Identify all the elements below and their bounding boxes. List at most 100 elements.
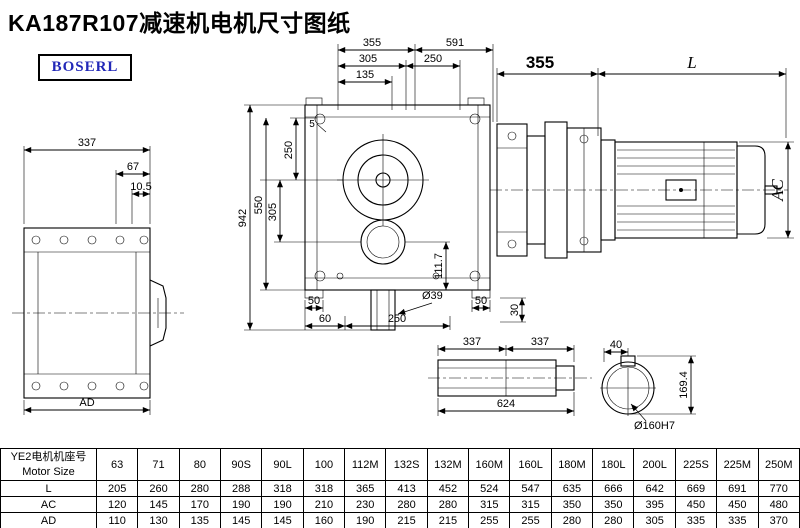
dim-shaft-337-left: 337	[463, 336, 481, 348]
table-cell: 170	[178, 496, 222, 513]
table-cell: 315	[468, 496, 511, 513]
dim-front-top-591: 591	[446, 37, 464, 49]
table-cell: 450	[674, 496, 718, 513]
dim-front-left-305: 305	[267, 203, 279, 221]
table-cell: 255	[468, 512, 511, 528]
dim-front-left-550: 550	[253, 196, 265, 214]
column-header-90S: 90S	[220, 448, 263, 481]
table-cell: 205	[95, 480, 139, 497]
table-cell: 770	[757, 480, 800, 497]
column-header-132M: 132M	[426, 448, 470, 481]
header-en: Motor Size	[22, 465, 75, 478]
table-cell: 280	[385, 496, 428, 513]
table-cell: 350	[592, 496, 635, 513]
technical-drawing: 337 67 10.5 AD	[12, 37, 794, 432]
row-label-AC: AC	[0, 496, 97, 513]
column-header-90L: 90L	[261, 448, 304, 481]
row-label-AD: AD	[0, 512, 97, 528]
table-cell: 190	[344, 512, 387, 528]
table-cell: 280	[178, 480, 222, 497]
side-view	[12, 227, 184, 399]
table-cell: 547	[509, 480, 552, 497]
dim-front-bottom-50-right: 50	[475, 295, 487, 307]
dim-side-AD: AD	[79, 397, 94, 409]
dim-front-top-135: 135	[356, 69, 374, 81]
dim-front-bottom-50-left: 50	[308, 295, 320, 307]
dim-front-right-111-7: 111.7	[433, 253, 445, 279]
column-header-160L: 160L	[509, 448, 552, 481]
table-cell: 210	[302, 496, 346, 513]
table-cell: 288	[220, 480, 263, 497]
table-cell: 669	[674, 480, 718, 497]
brand-logo-text: BOSERL	[51, 59, 119, 75]
bore-detail: 40 169.4 Ø160H7	[600, 339, 696, 432]
dim-assembly-L: L	[686, 53, 696, 72]
dim-side-10-5: 10.5	[130, 181, 151, 193]
column-header-63: 63	[95, 448, 139, 481]
column-header-225S: 225S	[674, 448, 718, 481]
assembly-view-dims: 355 L AC	[496, 53, 794, 239]
table-header-motor-size: YE2电机机座号 Motor Size	[0, 448, 97, 481]
table-cell: 452	[426, 480, 470, 497]
table-cell: 280	[592, 512, 635, 528]
dim-assembly-AC: AC	[768, 178, 787, 201]
column-header-225M: 225M	[716, 448, 759, 481]
table-cell: 480	[757, 496, 800, 513]
column-header-100: 100	[302, 448, 346, 481]
header-cn: YE2电机机座号	[10, 450, 87, 463]
dim-assembly-355: 355	[526, 53, 554, 72]
table-cell: 215	[426, 512, 470, 528]
table-cell: 215	[385, 512, 428, 528]
dim-bore-40: 40	[610, 339, 622, 351]
table-cell: 318	[302, 480, 346, 497]
table-cell: 450	[716, 496, 759, 513]
table-cell: 666	[592, 480, 635, 497]
table-cell: 335	[716, 512, 759, 528]
front-view-right-dims: 111.7	[405, 241, 450, 291]
column-header-80: 80	[178, 448, 222, 481]
table-cell: 305	[633, 512, 676, 528]
row-label-L: L	[0, 480, 97, 497]
table-cell: 350	[550, 496, 594, 513]
table-cell: 691	[716, 480, 759, 497]
dim-front-bottom-30: 30	[509, 304, 521, 316]
column-header-200L: 200L	[633, 448, 676, 481]
dim-front-left-942: 942	[237, 209, 249, 227]
dim-front-bottom-dia39: Ø39	[422, 290, 443, 302]
dim-front-top-355: 355	[363, 37, 381, 49]
front-view	[304, 97, 491, 331]
table-cell: 395	[633, 496, 676, 513]
assembly-view	[490, 121, 788, 259]
table-cell: 642	[633, 480, 676, 497]
dim-bore-169-4: 169.4	[678, 371, 690, 399]
dim-front-top-305: 305	[359, 53, 377, 65]
table-cell: 145	[137, 496, 180, 513]
front-view-bottom-dims: 50 50 60 250 Ø39 30	[304, 290, 526, 330]
column-header-180L: 180L	[592, 448, 635, 481]
table-cell: 335	[674, 512, 718, 528]
dim-side-67: 67	[127, 161, 139, 173]
table-cell: 135	[178, 512, 222, 528]
table-cell: 120	[95, 496, 139, 513]
table-cell: 110	[95, 512, 139, 528]
table-cell: 365	[344, 480, 387, 497]
dim-front-left-250: 250	[283, 141, 295, 159]
dim-front-bottom-60: 60	[319, 313, 331, 325]
table-cell: 280	[426, 496, 470, 513]
table-cell: 130	[137, 512, 180, 528]
column-header-71: 71	[137, 448, 180, 481]
dim-shaft-337-right: 337	[531, 336, 549, 348]
table-cell: 280	[550, 512, 594, 528]
page-title: KA187R107减速机电机尺寸图纸	[8, 10, 351, 36]
table-cell: 230	[344, 496, 387, 513]
dim-bore-dia: Ø160H7	[634, 420, 675, 432]
column-header-160M: 160M	[468, 448, 511, 481]
column-header-132S: 132S	[385, 448, 428, 481]
dim-front-left-5: 5	[309, 119, 315, 130]
